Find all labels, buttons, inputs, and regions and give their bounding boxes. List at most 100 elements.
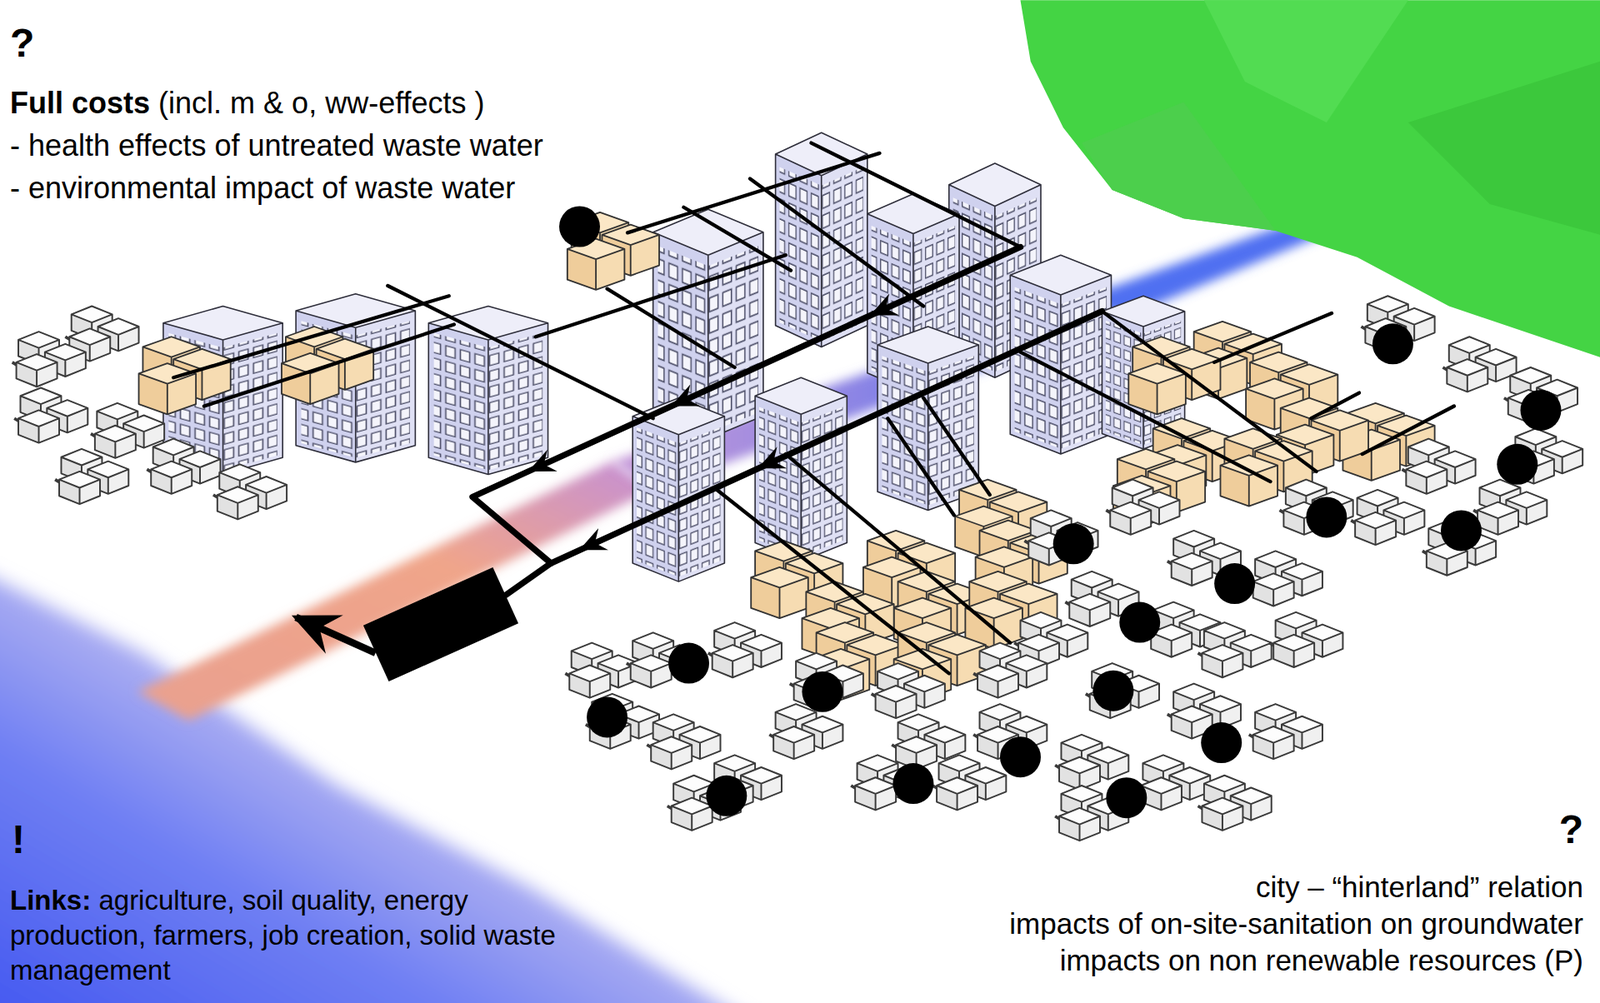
small-house: [1136, 755, 1210, 810]
heading-text: Full costs: [10, 85, 150, 120]
note-line: - health effects of untreated waste wate…: [10, 124, 544, 167]
sanitation-dot: [1200, 722, 1242, 764]
sewer-pipe: [204, 325, 455, 407]
small-house: [55, 449, 129, 505]
note-text: city – “hinterland” relation: [1255, 870, 1584, 904]
small-house: [14, 387, 88, 443]
flow-arrows: [530, 304, 895, 550]
sewer-pipe: [1101, 311, 1316, 472]
sanitation-dot: [1372, 323, 1414, 365]
small-house: [12, 331, 86, 387]
row-houses: [1128, 336, 1220, 415]
sewer-pipe: [535, 255, 786, 337]
flow-arrow: [872, 304, 895, 315]
small-house: [708, 622, 782, 678]
sewer-pipe: [923, 398, 990, 495]
sanitation-dot: [1440, 510, 1482, 551]
small-house: [871, 663, 945, 719]
small-house: [1269, 612, 1343, 668]
sewer-pipe: [887, 418, 955, 515]
sewer-pipe: [387, 285, 653, 419]
sewer-pipe: [683, 207, 791, 271]
sanitation-dot: [1053, 523, 1095, 565]
question-mark: ?: [1559, 807, 1584, 852]
small-house: [565, 643, 639, 699]
sewer-pipe: [714, 487, 950, 674]
cost-note: Full costs(incl. m & o, ww-effects ) - h…: [10, 81, 544, 210]
flow-arrow: [581, 540, 602, 550]
sewer-pipe: [785, 454, 1010, 644]
question-mark: ?: [10, 20, 35, 65]
note-line: impacts on non renewable resources (P): [1009, 942, 1584, 980]
note-line: impacts of on-site-sanitation on groundw…: [1009, 905, 1584, 943]
hinterland-note: city – “hinterland” relation impacts of …: [1009, 869, 1584, 980]
sewer-pipe: [1362, 406, 1455, 455]
sanitation-dot: [1214, 563, 1255, 605]
note-line: Full costs(incl. m & o, ww-effects ): [10, 81, 544, 125]
small-house: [146, 439, 220, 495]
small-house: [1249, 704, 1323, 760]
small-house: [1105, 480, 1180, 535]
sanitation-dot: [668, 643, 710, 685]
sewer-pipe: [607, 289, 735, 368]
note-text: - environmental impact of waste water: [10, 170, 515, 205]
note-line: - environmental impact of waste water: [10, 166, 544, 210]
sewer-pipe: [1020, 352, 1270, 483]
sanitation-dot: [1305, 496, 1347, 538]
small-house: [1401, 439, 1475, 495]
note-line: city – “hinterland” relation: [1009, 869, 1584, 906]
apartment-tower: [755, 377, 847, 561]
sewer-pipe: [1214, 313, 1332, 363]
sewer-main: [505, 311, 1102, 595]
note-text: impacts on non renewable resources (P): [1060, 944, 1584, 977]
sanitation-dot: [559, 206, 600, 248]
flow-arrow: [760, 458, 780, 468]
sanitation-dot: [705, 775, 747, 817]
small-house: [1350, 490, 1425, 545]
sanitation-dot: [1520, 390, 1561, 431]
apartment-tower: [877, 326, 979, 510]
sewer-mains: [472, 246, 1103, 595]
question-block: ?: [10, 23, 35, 64]
small-house: [769, 704, 843, 760]
sanitation-dot: [1092, 670, 1134, 712]
small-house: [1473, 480, 1547, 535]
question-block: ?: [1559, 810, 1584, 850]
small-house: [973, 643, 1047, 699]
flow-arrow: [530, 460, 554, 470]
hill-facet: [1081, 102, 1276, 231]
exclamation-mark: !: [11, 817, 25, 862]
water-body: [0, 550, 796, 1003]
small-house: [213, 464, 287, 520]
sanitation-dot: [892, 763, 934, 805]
links-note: Links:agriculture, soil quality, energy …: [10, 883, 585, 989]
sanitation-dot: [1496, 444, 1538, 485]
sanitation-dot: [1105, 777, 1147, 819]
apartment-tower: [428, 306, 548, 475]
outflow-arrow: [295, 617, 376, 654]
small-house: [1024, 510, 1098, 565]
sanitation-dot: [801, 671, 843, 713]
hill-facet: [1408, 61, 1600, 235]
on-site-sanitation: [559, 206, 1561, 820]
sewer-pipe: [810, 143, 1020, 248]
sewer-pipe: [173, 295, 450, 378]
note-text: - health effects of untreated waste wate…: [10, 128, 544, 163]
sanitation-dot: [1119, 602, 1160, 644]
drainage-channel: [137, 461, 653, 721]
small-house: [646, 714, 720, 770]
sanitation-dot: [1000, 736, 1041, 778]
hill-facet: [1204, 0, 1409, 123]
note-text: agriculture, soil quality, energy produc…: [10, 885, 556, 986]
small-house: [1198, 775, 1272, 831]
treatment-plant: [363, 567, 519, 682]
small-house: [1249, 550, 1323, 606]
flow-arrow: [673, 395, 696, 405]
small-house: [1198, 622, 1272, 678]
heading-text: Links:: [10, 885, 91, 916]
sewer-branches: [173, 143, 1455, 675]
exclamation-block: !: [11, 820, 25, 860]
note-text: (incl. m & o, ww-effects ): [158, 85, 485, 120]
small-house: [1442, 336, 1516, 392]
small-house: [1085, 663, 1160, 719]
